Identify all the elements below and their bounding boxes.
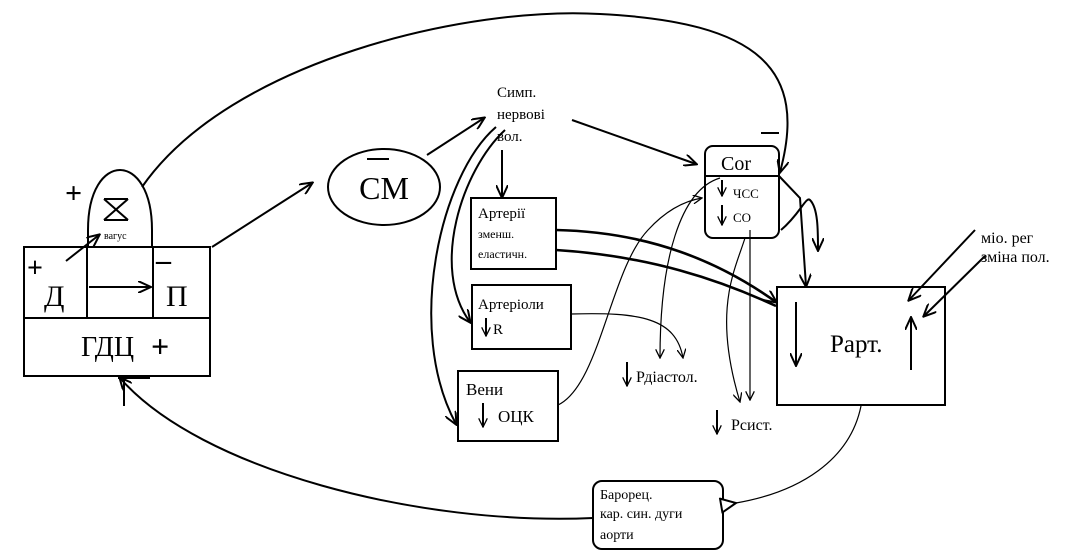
baro-node: Барорец. кар. син. дуги аорти: [592, 480, 724, 550]
gdc-label: ГДЦ: [81, 332, 134, 363]
inhale-center-label: Д: [44, 280, 64, 313]
arterioles-box: [471, 284, 572, 350]
veins-node: Вени ОЦК: [457, 370, 559, 442]
arrow-mio-to-part-1: [909, 229, 976, 300]
arteries-line-3: еластичн.: [478, 247, 527, 261]
arrow-gdc-to-sm: [211, 183, 312, 248]
arrow-cor-to-psyst: [726, 237, 746, 402]
arrow-arterioles-to-pdiast: [570, 313, 683, 358]
baro-line-1: Барорец.: [600, 488, 652, 503]
arteries-box: [470, 197, 557, 270]
vagus-hourglass-icon: [103, 198, 129, 221]
arrow-symp-to-cor: [571, 119, 696, 164]
mio-line-2: зміна пол.: [981, 249, 1050, 266]
arrow-arteries-to-part-2: [555, 248, 777, 308]
part-box: [776, 286, 946, 406]
sm-ellipse: [327, 148, 441, 226]
arteries-node: Артерії зменш. еластичн.: [470, 197, 557, 270]
vagus-plus-sign: +: [65, 177, 82, 210]
veins-box: [457, 370, 559, 442]
arc-vagus-to-cor: [141, 12, 788, 188]
symp-line-2: нервові: [497, 107, 545, 123]
arrow-cor-to-pdiast: [660, 177, 721, 358]
connections: [118, 12, 986, 520]
arrow-symp-to-arterioles: [450, 129, 506, 322]
arterioles-node: Артеріоли R: [471, 284, 572, 350]
cor-box: [704, 145, 780, 239]
arrow-cor-to-part: [778, 175, 806, 286]
pdiast-label: Рдіастол.: [636, 369, 698, 386]
hr-label: ЧСС: [733, 186, 759, 201]
symp-line-3: вол.: [497, 129, 523, 145]
psyst-label: Рсист.: [731, 417, 772, 434]
gdc-plus-sign: +: [151, 328, 169, 364]
baro-line-2: кар. син. дуги: [600, 507, 683, 522]
cor-label: Cor: [721, 153, 751, 175]
sm-node: СМ: [327, 148, 441, 226]
arrow-symp-to-veins: [430, 126, 497, 424]
arrow-sm-to-symp: [426, 118, 484, 156]
part-label: Рарт.: [830, 331, 882, 358]
gdc-outer-box: [23, 246, 211, 377]
cor-node: Cor ЧСС СО: [704, 132, 780, 239]
arterioles-line-2: R: [493, 322, 503, 338]
part-node: Рарт.: [776, 286, 946, 406]
sm-label: СМ: [359, 170, 409, 206]
symp-line-1: Симп.: [497, 85, 536, 101]
mio-node: міо. рег зміна пол.: [981, 230, 1050, 266]
arrow-part-to-baro: [736, 405, 862, 503]
baro-box: [592, 480, 724, 550]
arrow-arteries-to-part: [555, 228, 776, 302]
baro-line-3: аорти: [600, 528, 634, 543]
arteries-line-2: зменш.: [478, 227, 514, 241]
inhale-plus-sign: +: [27, 253, 43, 284]
exhale-minus-sign: –: [155, 244, 172, 277]
arrow-baro-to-gdc: [120, 378, 594, 520]
veins-line-1: Вени: [466, 380, 503, 399]
vagus-label: вагус: [104, 231, 127, 242]
arrow-cor-to-part-2: [780, 198, 818, 250]
veins-line-2: ОЦК: [498, 407, 535, 426]
arteries-line-1: Артерії: [478, 206, 526, 222]
arrow-mio-to-part-2: [924, 255, 986, 316]
vagus-dome: [87, 169, 153, 247]
exhale-center-label: П: [166, 280, 188, 313]
so-label: СО: [733, 210, 751, 225]
mio-line-1: міо. рег: [981, 230, 1034, 247]
symp-node: Симп. нервові вол.: [497, 85, 545, 145]
arterioles-line-1: Артеріоли: [478, 297, 544, 313]
gdc-block: вагус Д П ГДЦ + – + +: [23, 169, 211, 377]
arrow-veins-to-cor: [557, 198, 702, 406]
